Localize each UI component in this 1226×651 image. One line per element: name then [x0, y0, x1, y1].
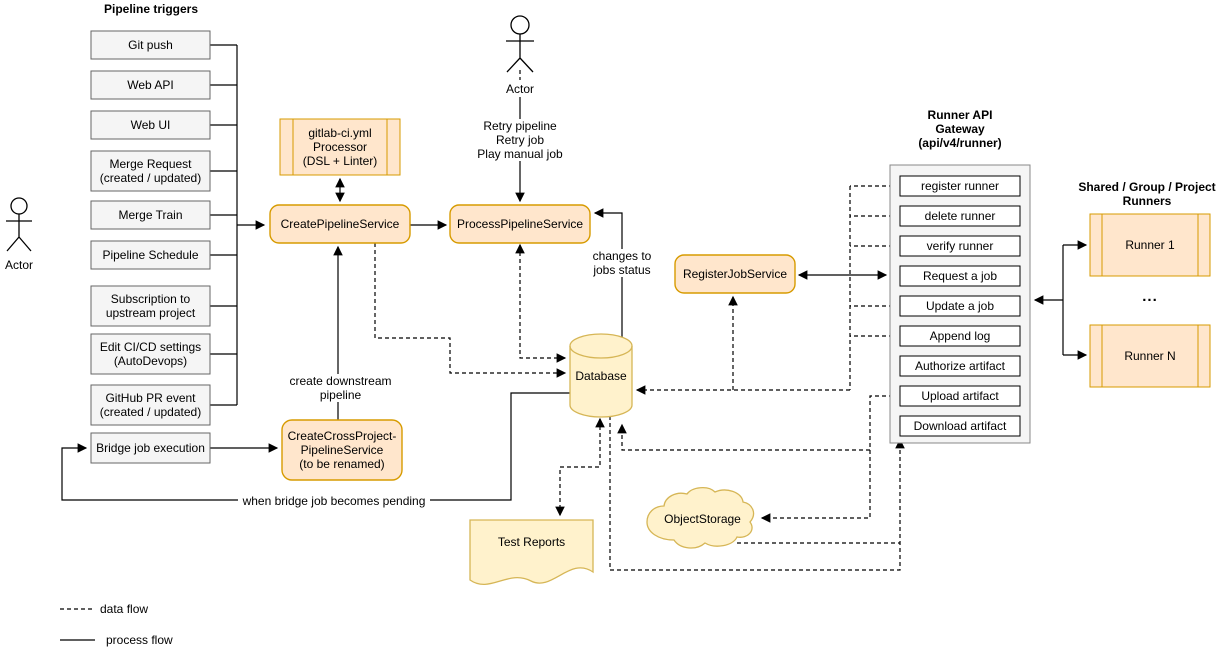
legend-data-flow-label: data flow: [100, 602, 149, 616]
gateway-endpoint-boxes: [899, 175, 1021, 437]
node-web-api: [90, 70, 211, 100]
database-label: Database: [575, 368, 627, 383]
edge-db-changes-to-processpipeline: [593, 208, 623, 339]
node-processor: [279, 118, 401, 176]
edge-uploadartifact-to-db: [617, 395, 900, 451]
legend-swatches: [60, 608, 95, 641]
node-runner-1: [1089, 213, 1211, 277]
trigger-web-api-label: Web API: [127, 77, 174, 92]
edge-createpipeline-to-db: [374, 243, 567, 378]
endpoint-append-log: [899, 325, 1021, 347]
endpoint-upload-artifact-label: Upload artifact: [921, 388, 999, 403]
node-git-push: [90, 30, 211, 60]
node-register-job-service: [674, 254, 796, 294]
edge-gateway-bus-stubs: [849, 185, 900, 390]
node-process-pipeline-service: [449, 204, 591, 244]
runners-ellipsis: ...: [1142, 288, 1158, 305]
endpoint-append-log-label: Append log: [929, 328, 991, 343]
trigger-subscription-label: Subscription to upstream project: [105, 291, 196, 320]
legend-process-flow-label: process flow: [106, 633, 173, 647]
endpoint-upload-artifact: [899, 385, 1021, 407]
actor-top-actions: Retry pipeline Retry job Play manual job: [460, 119, 580, 162]
data-flow-edges: [374, 70, 905, 571]
trigger-merge-request-label: Merge Request (created / updated): [99, 156, 202, 185]
node-create-pipeline-service: [269, 204, 411, 244]
trigger-boxes: [90, 30, 211, 464]
node-subscription: [90, 285, 211, 327]
endpoint-delete-runner: [899, 205, 1021, 227]
endpoint-delete-runner-label: delete runner: [924, 208, 996, 223]
trigger-merge-train-label: Merge Train: [118, 207, 183, 222]
create-downstream-label: create downstream pipeline: [283, 374, 398, 403]
node-create-cross-project: [281, 419, 403, 481]
when-bridge-label: when bridge job becomes pending: [238, 494, 430, 509]
node-bridge-job: [90, 432, 211, 464]
process-pipeline-service-label: ProcessPipelineService: [456, 216, 584, 231]
node-merge-train: [90, 200, 211, 230]
create-cross-project-label: CreateCrossProject- PipelineService (to …: [287, 428, 397, 472]
triggers-title: Pipeline triggers: [103, 2, 199, 16]
node-github-pr: [90, 384, 211, 426]
edge-processpipeline-db: [515, 243, 567, 363]
endpoint-update-a-job: [899, 295, 1021, 317]
node-object-storage: [646, 487, 755, 549]
trigger-edit-cicd-label: Edit CI/CD settings (AutoDevops): [99, 339, 202, 368]
endpoint-request-a-job: [899, 265, 1021, 287]
runner-n-label: Runner N: [1124, 348, 1176, 363]
actor-left-label: Actor: [4, 258, 33, 272]
actor-left-icon: [6, 197, 32, 252]
endpoint-register-runner: [899, 175, 1021, 197]
changes-to-label: changes to jobs status: [590, 249, 654, 278]
endpoint-update-a-job-label: Update a job: [925, 298, 995, 313]
node-database: [569, 333, 633, 418]
processor-label: gitlab-ci.yml Processor (DSL + Linter): [302, 125, 378, 169]
gateway-title: Runner API Gateway (api/v4/runner): [918, 108, 1002, 151]
trigger-pipeline-schedule-label: Pipeline Schedule: [102, 247, 199, 262]
trigger-web-ui-label: Web UI: [130, 117, 171, 132]
node-test-reports: [469, 519, 594, 585]
node-merge-request: [90, 150, 211, 192]
node-web-ui: [90, 110, 211, 140]
actor-top-label: Actor: [505, 82, 534, 96]
actor-top-icon: [506, 15, 534, 73]
edge-db-testreports: [555, 417, 605, 517]
trigger-github-pr-label: GitHub PR event (created / updated): [99, 390, 202, 419]
create-pipeline-service-label: CreatePipelineService: [280, 216, 400, 231]
endpoint-authorize-artifact-label: Authorize artifact: [914, 358, 1006, 373]
runners-title: Shared / Group / Project Runners: [1078, 180, 1216, 209]
trigger-bridge-job-label: Bridge job execution: [96, 440, 205, 455]
edge-db-to-downloadartifact: [609, 416, 905, 571]
endpoint-download-artifact-label: Download artifact: [913, 418, 1007, 433]
node-edit-cicd: [90, 333, 211, 375]
node-runner-n: [1089, 324, 1211, 388]
endpoint-authorize-artifact: [899, 355, 1021, 377]
edge-uploadartifact-to-objectstorage: [760, 450, 871, 523]
endpoint-request-a-job-label: Request a job: [922, 268, 998, 283]
register-job-service-label: RegisterJobService: [682, 266, 788, 281]
runner-1-label: Runner 1: [1125, 237, 1175, 252]
endpoint-download-artifact: [899, 415, 1021, 437]
test-reports-label: Test Reports: [497, 534, 566, 549]
trigger-git-push-label: Git push: [128, 37, 173, 52]
endpoint-verify-runner-label: verify runner: [926, 238, 994, 253]
edge-trigger-bus: [210, 44, 238, 406]
object-storage-label: ObjectStorage: [664, 511, 741, 526]
node-pipeline-schedule: [90, 240, 211, 270]
endpoint-register-runner-label: register runner: [920, 178, 1000, 193]
endpoint-verify-runner: [899, 235, 1021, 257]
